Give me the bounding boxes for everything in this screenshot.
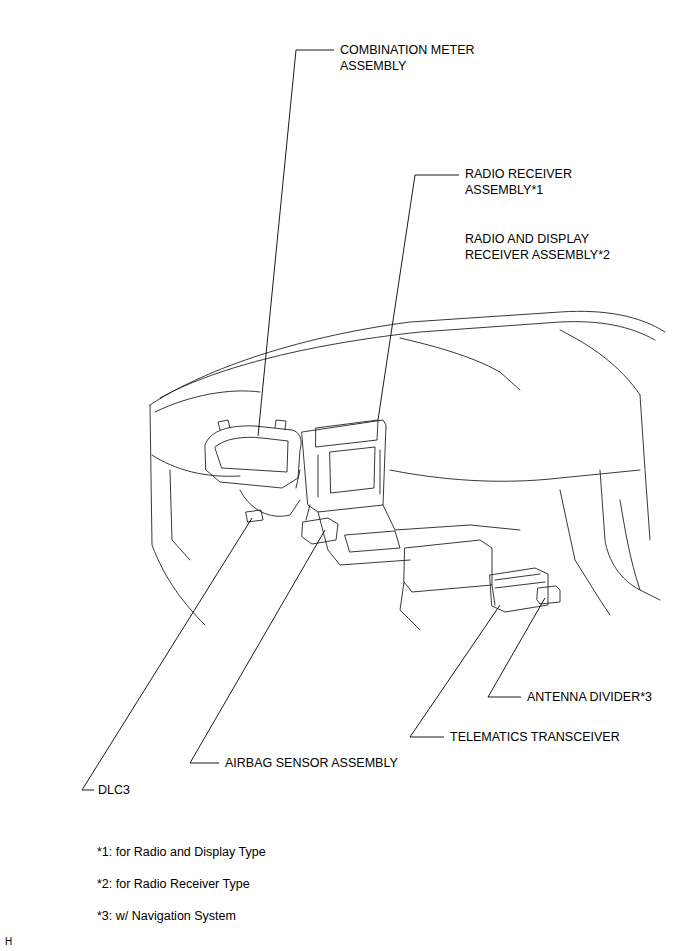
leader-line bbox=[190, 530, 325, 763]
dash-top bbox=[150, 311, 665, 405]
door-line bbox=[620, 500, 660, 600]
seat-outline bbox=[600, 470, 640, 590]
leader-line bbox=[378, 175, 459, 420]
dash-edge bbox=[155, 391, 260, 412]
part-label: TELEMATICS TRANSCEIVER bbox=[450, 729, 620, 745]
center-vent bbox=[316, 420, 378, 447]
dash-left-lower bbox=[170, 470, 190, 560]
dash-panel-line bbox=[560, 330, 640, 395]
footnote: *3: w/ Navigation System bbox=[97, 908, 236, 924]
transceiver-detail bbox=[495, 574, 545, 588]
part-label: COMBINATION METER ASSEMBLY bbox=[340, 42, 495, 74]
dlc3-connector bbox=[246, 510, 263, 522]
console-base bbox=[400, 582, 495, 630]
figure-code: H bbox=[5, 934, 12, 950]
part-label: RADIO AND DISPLAY RECEIVER ASSEMBLY*2 bbox=[465, 231, 645, 263]
part-label: DLC3 bbox=[98, 782, 130, 798]
telematics-transceiver bbox=[490, 568, 548, 612]
part-label: ANTENNA DIVIDER*3 bbox=[527, 689, 652, 705]
part-label: RADIO RECEIVER ASSEMBLY*1 bbox=[465, 166, 600, 198]
console-tray bbox=[345, 531, 400, 552]
console bbox=[383, 505, 520, 530]
dash-right-side bbox=[640, 395, 650, 540]
dash-top-inner bbox=[160, 322, 655, 398]
leader-line bbox=[82, 518, 252, 790]
footnote: *2: for Radio Receiver Type bbox=[97, 876, 250, 892]
airbag-sensor bbox=[302, 518, 338, 544]
dash-panel-line bbox=[400, 338, 520, 390]
dash-lower bbox=[390, 470, 640, 481]
column-area bbox=[240, 490, 300, 516]
dash-left-side bbox=[150, 405, 205, 625]
meter-tabs bbox=[218, 420, 286, 430]
radio-receiver bbox=[302, 420, 386, 512]
display-screen bbox=[330, 447, 375, 493]
floor-line bbox=[560, 490, 610, 615]
meter-face bbox=[215, 437, 288, 472]
antenna-divider bbox=[537, 586, 560, 604]
stack-edge bbox=[296, 470, 310, 520]
armrest bbox=[404, 540, 492, 592]
stack-buttons bbox=[318, 450, 380, 497]
footnote: *1: for Radio and Display Type bbox=[97, 844, 266, 860]
part-label: AIRBAG SENSOR ASSEMBLY bbox=[225, 755, 398, 771]
dash-lower bbox=[152, 455, 240, 476]
leader-line bbox=[258, 50, 334, 436]
leader-line bbox=[488, 598, 545, 697]
leader-line bbox=[410, 605, 500, 737]
combination-meter bbox=[205, 426, 301, 488]
